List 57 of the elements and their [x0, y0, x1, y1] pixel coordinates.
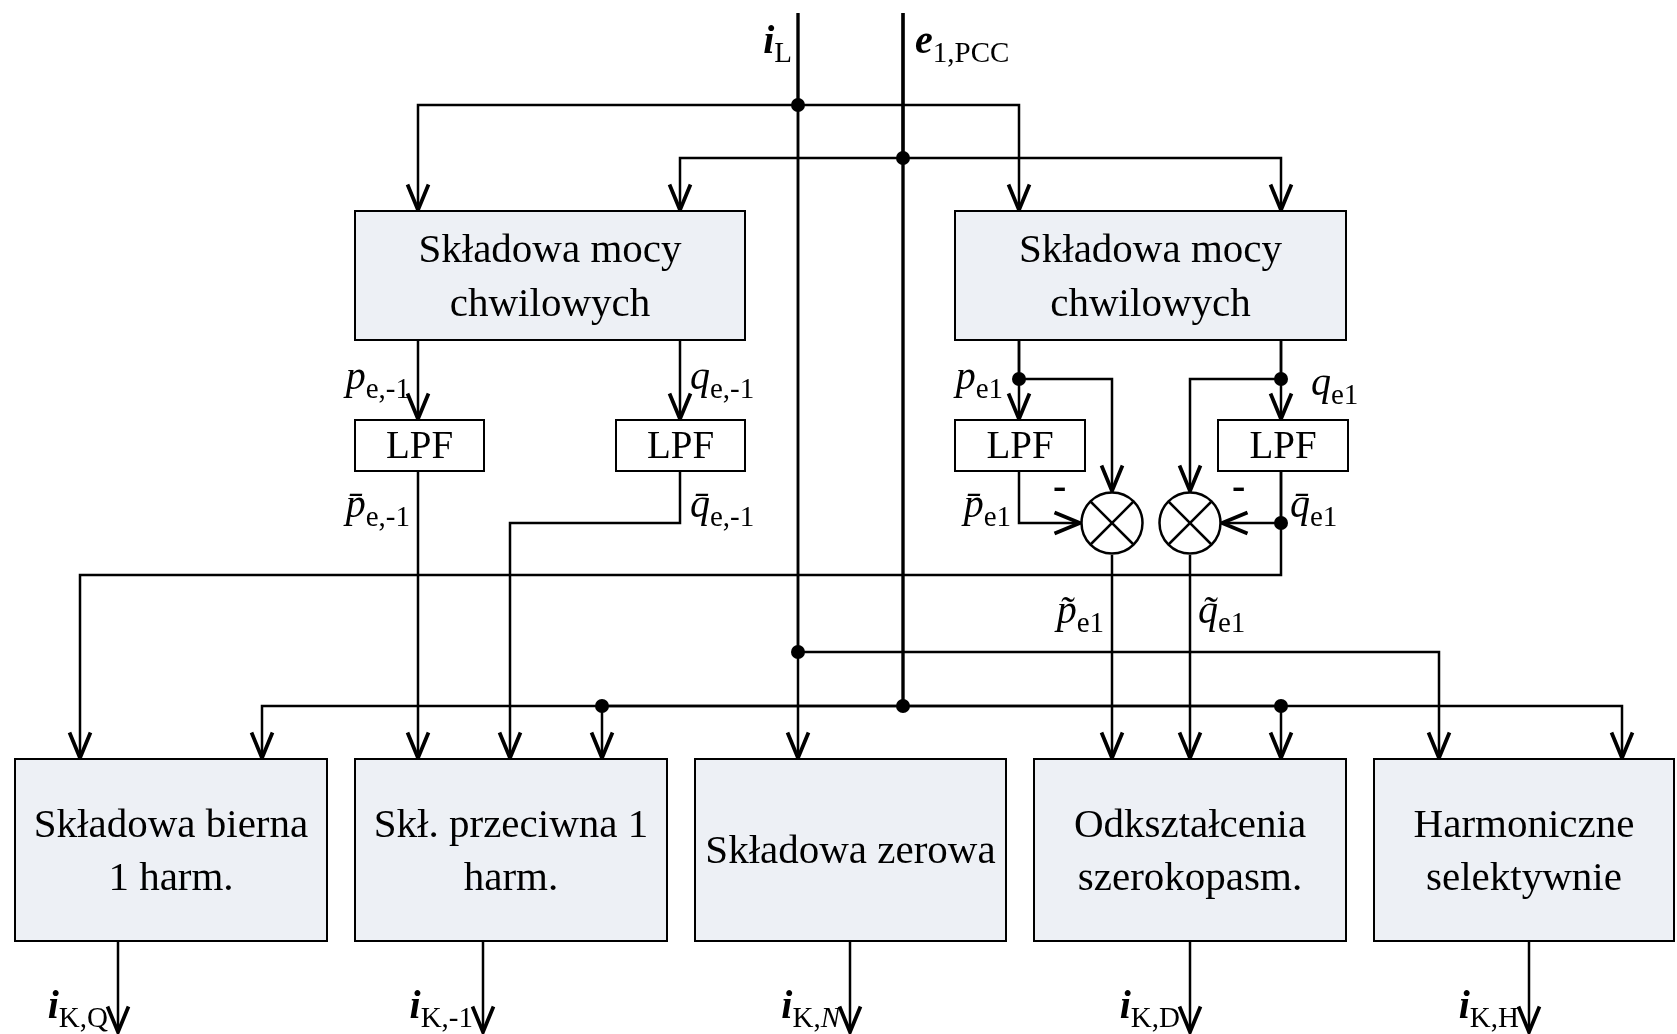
- signal-label: e$_{1,PCC}$: [915, 20, 1010, 67]
- box-label: Odkształcenia szerokopasm.: [1072, 798, 1308, 901]
- signal-label: p$_{e1}$: [955, 356, 1003, 403]
- box-label: Składowa bierna 1 harm.: [32, 798, 310, 901]
- arrow: [405, 341, 431, 421]
- filter-box: [1217, 419, 1349, 472]
- minus-sign: -: [1232, 466, 1246, 506]
- arrow: [901, 13, 1635, 760]
- signal-label: i$_{K,D}$: [1119, 985, 1180, 1032]
- box-label: LPF: [645, 422, 716, 469]
- arrow: [837, 942, 863, 1034]
- box-label: Harmoniczne selektywnie: [1412, 798, 1636, 901]
- filter-box: [615, 419, 746, 472]
- signal-label: q̄$_{e1}$: [1290, 484, 1338, 531]
- signal-label: q$_{e,-1}$: [690, 356, 755, 403]
- arrow: [796, 13, 1452, 760]
- process-box: [14, 758, 328, 942]
- signal-label: q̃$_{e1}$: [1198, 590, 1246, 637]
- arrow: [1177, 555, 1203, 760]
- process-box: [1033, 758, 1347, 942]
- arrow: [1017, 472, 1082, 536]
- signal-label: i$_{L}$: [763, 20, 792, 67]
- box-label: LPF: [1248, 422, 1318, 469]
- box-label: Składowa mocy chwilowych: [1017, 224, 1283, 327]
- arrow: [1516, 942, 1542, 1034]
- arrow: [497, 472, 682, 760]
- signal-label: i$_{K,Q}$: [47, 985, 108, 1032]
- arrow: [1177, 942, 1203, 1034]
- arrow: [405, 472, 431, 760]
- arrow: [1099, 555, 1125, 760]
- filter-box: [954, 419, 1086, 472]
- box-label: LPF: [985, 422, 1055, 469]
- process-box: [1373, 758, 1675, 942]
- box-label: LPF: [384, 422, 455, 469]
- filter-box: [354, 419, 485, 472]
- process-box: [954, 210, 1347, 341]
- signal-label: q$_{e1}$: [1311, 362, 1359, 409]
- signal-label: q̄$_{e,-1}$: [690, 484, 755, 531]
- box-label: Skł. przeciwna 1 harm.: [372, 798, 650, 901]
- arrow: [105, 942, 131, 1034]
- signal-label: p$_{e,-1}$: [345, 356, 410, 403]
- process-box: [694, 758, 1007, 942]
- signal-label: p̃$_{e1}$: [1056, 590, 1104, 637]
- arrow: [1017, 341, 1125, 493]
- arrow: [67, 472, 1283, 760]
- box-label: Składowa mocy chwilowych: [417, 224, 683, 327]
- signal-label: i$_{K,H}$: [1458, 985, 1519, 1032]
- minus-sign: -: [1053, 466, 1067, 506]
- arrow: [470, 942, 496, 1034]
- arrow: [1177, 341, 1283, 493]
- signal-label: p̄$_{e,-1}$: [345, 484, 410, 531]
- signal-label: i$_{K,-1}$: [409, 985, 473, 1032]
- arrow: [667, 341, 693, 421]
- box-label: Składowa zerowa: [704, 825, 997, 875]
- process-box: [354, 758, 668, 942]
- signal-label: p̄$_{e1}$: [963, 484, 1011, 531]
- process-box: [354, 210, 746, 341]
